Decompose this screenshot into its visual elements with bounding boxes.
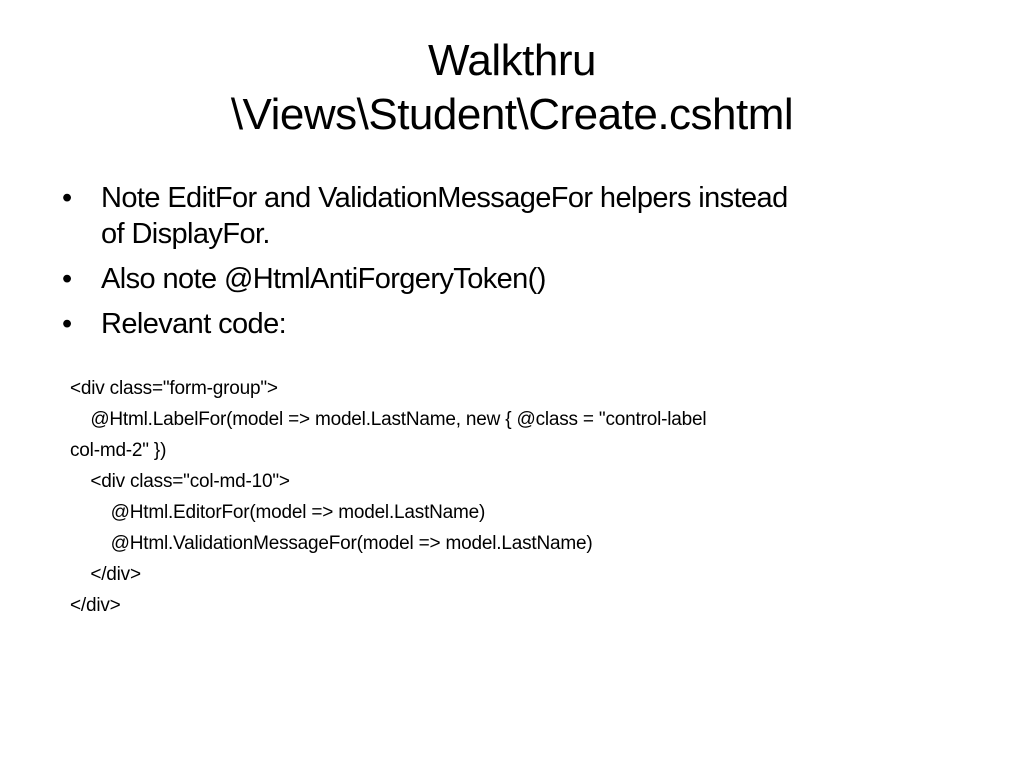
bullet-glyph: • [62, 308, 72, 340]
code-line: <div class="col-md-10"> [70, 471, 290, 492]
bullet-text: Note EditFor and ValidationMessageFor he… [101, 182, 788, 214]
code-line: </div> [70, 595, 121, 616]
code-line: @Html.LabelFor(model => model.LastName, … [70, 409, 707, 430]
bullet-glyph: • [62, 182, 72, 214]
bullet-item: • Relevant code: [60, 306, 980, 342]
bullet-text: Relevant code: [101, 308, 287, 340]
slide-title-line: \Views\Student\Create.cshtml [230, 90, 794, 139]
bullet-text-continued: of DisplayFor. [101, 218, 270, 250]
code-line: </div> [70, 564, 141, 585]
code-line: col-md-2" }) [70, 440, 167, 461]
code-line: @Html.EditorFor(model => model.LastName) [70, 502, 486, 523]
bullet-list: • Note EditFor and ValidationMessageFor … [60, 180, 980, 351]
slide-title-line: Walkthru [428, 36, 596, 85]
code-line: <div class="form-group"> [70, 378, 278, 399]
slide-title: Walkthru \Views\Student\Create.cshtml [0, 34, 1024, 142]
bullet-text: Also note @HtmlAntiForgeryToken() [101, 263, 546, 295]
code-line: @Html.ValidationMessageFor(model => mode… [70, 533, 593, 554]
bullet-glyph: • [62, 263, 72, 295]
bullet-item: • Also note @HtmlAntiForgeryToken() [60, 261, 980, 297]
bullet-item: • Note EditFor and ValidationMessageFor … [60, 180, 980, 252]
code-block: <div class="form-group"> @Html.LabelFor(… [70, 373, 950, 621]
